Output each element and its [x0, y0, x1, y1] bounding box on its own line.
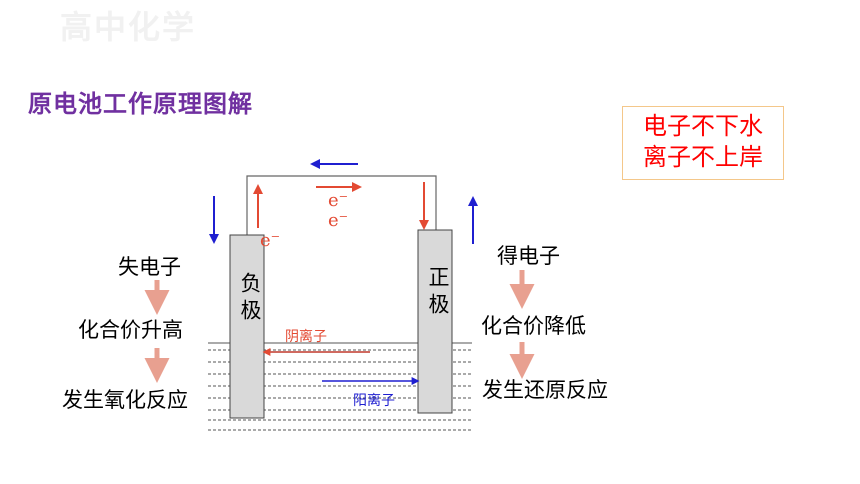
neg-step-3: 发生氧化反应: [62, 388, 188, 412]
pos-step-2: 化合价降低: [481, 314, 586, 338]
anion-label: 阴离子: [285, 329, 327, 345]
negative-electrode-label: 负极: [238, 272, 262, 326]
negative-electrode: [229, 234, 265, 419]
external-wire: [246, 175, 437, 235]
electron-label-3: e⁻: [260, 230, 281, 251]
electron-label-2: e⁻: [328, 210, 349, 231]
positive-electrode: [417, 229, 453, 414]
electron-label-1: e⁻: [328, 190, 349, 211]
neg-step-1: 失电子: [118, 255, 181, 279]
mnemonic-line-1: 电子不下水: [643, 112, 763, 140]
mnemonic-line-2: 离子不上岸: [643, 143, 763, 171]
cation-label: 阳离子: [353, 393, 395, 409]
neg-step-2: 化合价升高: [78, 318, 183, 342]
pos-step-3: 发生还原反应: [482, 378, 608, 402]
watermark: 高中化学: [60, 8, 197, 46]
positive-electrode-label: 正极: [426, 266, 450, 320]
page-title: 原电池工作原理图解: [28, 90, 253, 118]
pos-step-1: 得电子: [497, 244, 560, 268]
mnemonic-box: 电子不下水 离子不上岸: [622, 106, 784, 180]
